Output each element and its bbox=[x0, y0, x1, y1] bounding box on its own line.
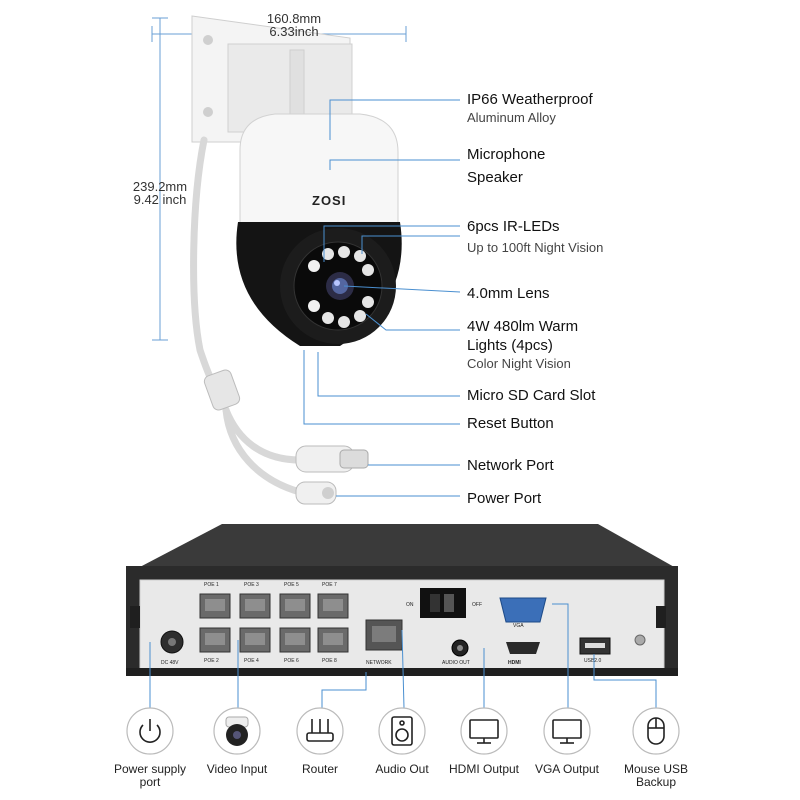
callout-sd-slot: Micro SD Card Slot bbox=[467, 386, 595, 405]
poe-label: POE 8 bbox=[322, 658, 337, 664]
port-caption-line: Router bbox=[301, 762, 339, 776]
switch-on-label: ON bbox=[406, 602, 414, 608]
vga-label: VGA bbox=[513, 623, 524, 629]
callout-title: 4W 480lm Warm bbox=[467, 318, 579, 335]
poe-ports bbox=[199, 593, 349, 653]
port-caption-line: port bbox=[139, 775, 161, 789]
poe-port-contacts bbox=[323, 633, 343, 645]
hdmi-port bbox=[506, 642, 540, 654]
port-caption: Video Input bbox=[192, 763, 282, 776]
nvr-recorder bbox=[126, 524, 678, 676]
dc-label: DC 48V bbox=[161, 660, 179, 666]
audio-label: AUDIO OUT bbox=[442, 660, 470, 666]
callout-weatherproof: IP66 Weatherproof Aluminum Alloy bbox=[467, 90, 593, 126]
port-caption-line: Mouse USB bbox=[623, 762, 689, 776]
poe-port-contacts bbox=[245, 599, 265, 611]
usb-label: USB2.0 bbox=[584, 658, 601, 664]
callout-title: 6pcs IR-LEDs bbox=[467, 218, 560, 235]
poe-label: POE 1 bbox=[204, 582, 219, 588]
callout-title: IP66 Weatherproof bbox=[467, 91, 593, 108]
camera-lens bbox=[326, 272, 354, 300]
wall-bracket bbox=[191, 15, 353, 143]
monitor-icon bbox=[543, 707, 591, 755]
led-ring bbox=[308, 246, 374, 328]
poe-port-contacts bbox=[323, 599, 343, 611]
callout-ir-leds: 6pcs IR-LEDs Up to 100ft Night Vision bbox=[467, 217, 603, 256]
callout-title: Reset Button bbox=[467, 415, 554, 432]
hdmi-label: HDMI bbox=[508, 660, 521, 666]
port-caption-line: Backup bbox=[635, 775, 677, 789]
callout-subtitle: Aluminum Alloy bbox=[467, 110, 556, 125]
width-inch: 6.33inch bbox=[269, 24, 319, 39]
mouse-icon bbox=[632, 707, 680, 755]
network-port-nvr bbox=[365, 619, 403, 651]
callout-speaker: Speaker bbox=[467, 168, 523, 187]
port-connector-lines bbox=[149, 603, 657, 709]
callout-subtitle: Color Night Vision bbox=[467, 356, 571, 371]
usb-port bbox=[579, 637, 611, 655]
cable-connectors bbox=[203, 369, 369, 505]
poe-label: POE 3 bbox=[244, 582, 259, 588]
callout-lens: 4.0mm Lens bbox=[467, 284, 550, 303]
poe-port-contacts bbox=[285, 599, 305, 611]
height-inch: 9.42 inch bbox=[133, 192, 187, 207]
poe-label: POE 5 bbox=[284, 582, 299, 588]
callout-power-port: Power Port bbox=[467, 489, 541, 508]
poe-port-contacts bbox=[245, 633, 265, 645]
camera-body bbox=[236, 113, 402, 346]
port-caption: HDMI Output bbox=[439, 763, 529, 776]
height-dimension-label: 239.2mm 9.42 inch bbox=[110, 180, 210, 206]
callout-reset: Reset Button bbox=[467, 414, 554, 433]
poe-port-contacts bbox=[285, 633, 305, 645]
callout-title: Power Port bbox=[467, 490, 542, 507]
port-caption-line: VGA Output bbox=[534, 762, 600, 776]
port-caption-line: HDMI Output bbox=[448, 762, 520, 776]
poe-port-contacts bbox=[205, 633, 225, 645]
callout-title: Network Port bbox=[467, 457, 554, 474]
network-label: NETWORK bbox=[366, 660, 392, 666]
callout-warm-lights: 4W 480lm Warm Lights (4pcs) Color Night … bbox=[467, 317, 578, 372]
callout-title: Speaker bbox=[467, 169, 523, 186]
callout-network-port: Network Port bbox=[467, 456, 554, 475]
power-switch bbox=[420, 588, 466, 618]
port-caption-line: Power supply bbox=[113, 762, 187, 776]
switch-off-label: OFF bbox=[472, 602, 482, 608]
height-mm: 239.2mm bbox=[132, 179, 188, 194]
callout-title: Micro SD Card Slot bbox=[467, 387, 596, 404]
speaker-icon bbox=[378, 707, 426, 755]
port-caption: Audio Out bbox=[357, 763, 447, 776]
port-caption-line: Video Input bbox=[206, 762, 268, 776]
poe-port-contacts bbox=[205, 599, 225, 611]
ground-screw bbox=[634, 634, 646, 646]
poe-label: POE 7 bbox=[322, 582, 337, 588]
router-icon bbox=[296, 707, 344, 755]
callout-title: Microphone bbox=[467, 146, 546, 163]
width-dimension-label: 160.8mm 6.33inch bbox=[244, 12, 344, 38]
callout-lines bbox=[303, 99, 461, 497]
port-icon-circles bbox=[126, 707, 680, 755]
dc-power-jack bbox=[160, 630, 184, 654]
power-icon bbox=[126, 707, 174, 755]
port-caption: VGA Output bbox=[522, 763, 612, 776]
port-caption-line: Audio Out bbox=[375, 762, 429, 776]
camera-brand-text: ZOSI bbox=[312, 193, 346, 208]
callout-title-line2: Lights (4pcs) bbox=[467, 337, 553, 354]
monitor-icon bbox=[460, 707, 508, 755]
width-mm: 160.8mm bbox=[266, 11, 322, 26]
camera-icon bbox=[213, 707, 261, 755]
poe-label: POE 4 bbox=[244, 658, 259, 664]
callout-title: 4.0mm Lens bbox=[467, 285, 550, 302]
port-caption: Router bbox=[275, 763, 365, 776]
poe-label: POE 2 bbox=[204, 658, 219, 664]
audio-out-jack bbox=[451, 639, 469, 657]
vga-port bbox=[499, 597, 547, 623]
poe-label: POE 6 bbox=[284, 658, 299, 664]
callout-subtitle: Up to 100ft Night Vision bbox=[467, 240, 604, 255]
callout-microphone: Microphone bbox=[467, 145, 545, 164]
